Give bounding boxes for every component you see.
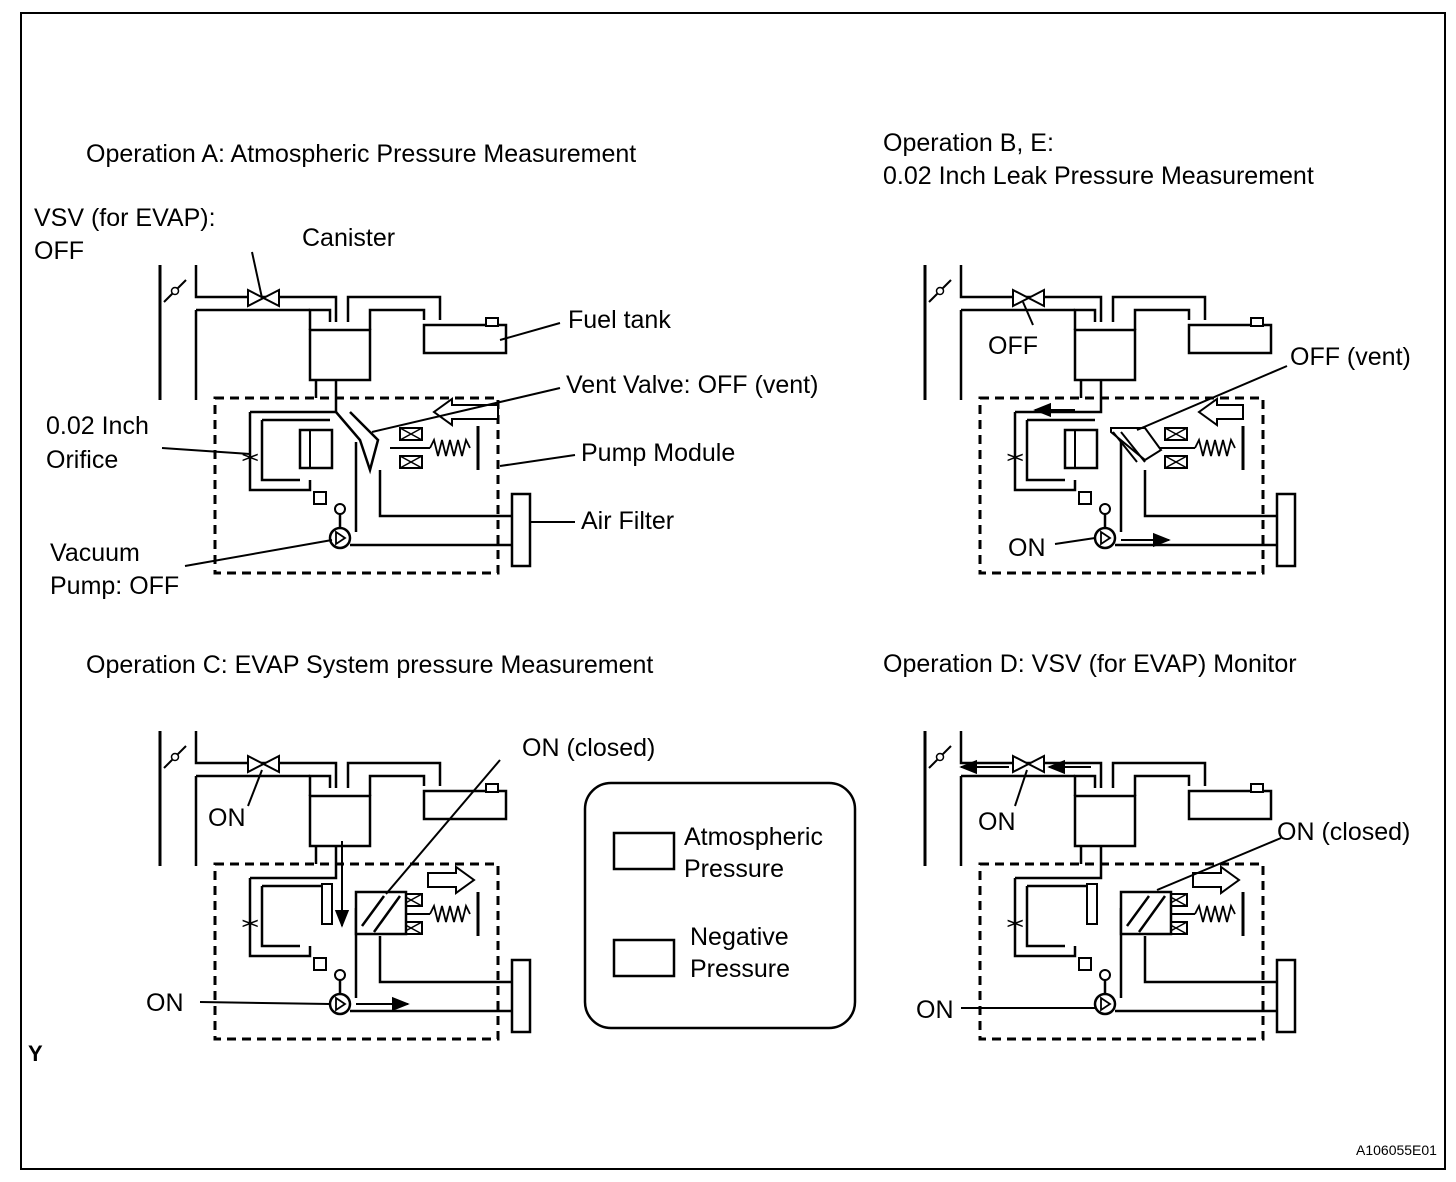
corner-mark: Y <box>28 1041 43 1066</box>
legend-atmospheric-label-1: Atmospheric <box>684 823 823 851</box>
legend-atmospheric-swatch <box>612 831 676 871</box>
pump-module-label: Pump Module <box>581 439 735 467</box>
panel-c-pump-state: ON <box>146 989 184 1017</box>
panel-a-diagram <box>158 251 576 575</box>
panel-b-vsv-state: OFF <box>988 332 1038 360</box>
panel-d-title: Operation D: VSV (for EVAP) Monitor <box>883 650 1297 678</box>
panel-c-vsv-state: ON <box>208 804 246 832</box>
fuel-tank-label: Fuel tank <box>568 306 671 334</box>
vacuum-pump-label-line-1: Vacuum <box>50 539 140 567</box>
figure-code: A106055E01 <box>1356 1142 1437 1158</box>
panel-a-title: Operation A: Atmospheric Pressure Measur… <box>86 140 636 168</box>
panel-b-vent-state: OFF (vent) <box>1290 343 1411 371</box>
vent-valve-label: Vent Valve: OFF (vent) <box>566 371 818 399</box>
legend: Atmospheric Pressure Negative Pressure <box>583 781 857 1030</box>
panel-d-vent-state: ON (closed) <box>1277 818 1410 846</box>
panel-b-title-line-2: 0.02 Inch Leak Pressure Measurement <box>883 162 1314 190</box>
panel-c-title: Operation C: EVAP System pressure Measur… <box>86 651 653 679</box>
panel-d-pump-state: ON <box>916 996 954 1024</box>
panel-b-title-line-1: Operation B, E: <box>883 129 1054 157</box>
figure-border <box>20 12 1446 1170</box>
legend-negative-label-2: Pressure <box>690 955 790 983</box>
panel-b-diagram <box>923 263 1297 575</box>
canister-label: Canister <box>302 224 395 252</box>
vacuum-pump-label-line-2: Pump: OFF <box>50 572 179 600</box>
panel-c-vent-state: ON (closed) <box>522 734 655 762</box>
orifice-label-line-2: Orifice <box>46 446 118 474</box>
orifice-label-line-1: 0.02 Inch <box>46 412 149 440</box>
legend-atmospheric-label-2: Pressure <box>684 855 784 883</box>
panel-b-pump-state: ON <box>1008 534 1046 562</box>
vsv-label-line-1: VSV (for EVAP): <box>34 204 216 232</box>
air-filter-label: Air Filter <box>581 507 674 535</box>
panel-d-vsv-state: ON <box>978 808 1016 836</box>
legend-negative-swatch <box>612 938 676 978</box>
legend-negative-label-1: Negative <box>690 923 789 951</box>
panel-c-diagram <box>158 729 532 1041</box>
panel-d-diagram <box>923 729 1297 1041</box>
vsv-label-line-2: OFF <box>34 237 84 265</box>
